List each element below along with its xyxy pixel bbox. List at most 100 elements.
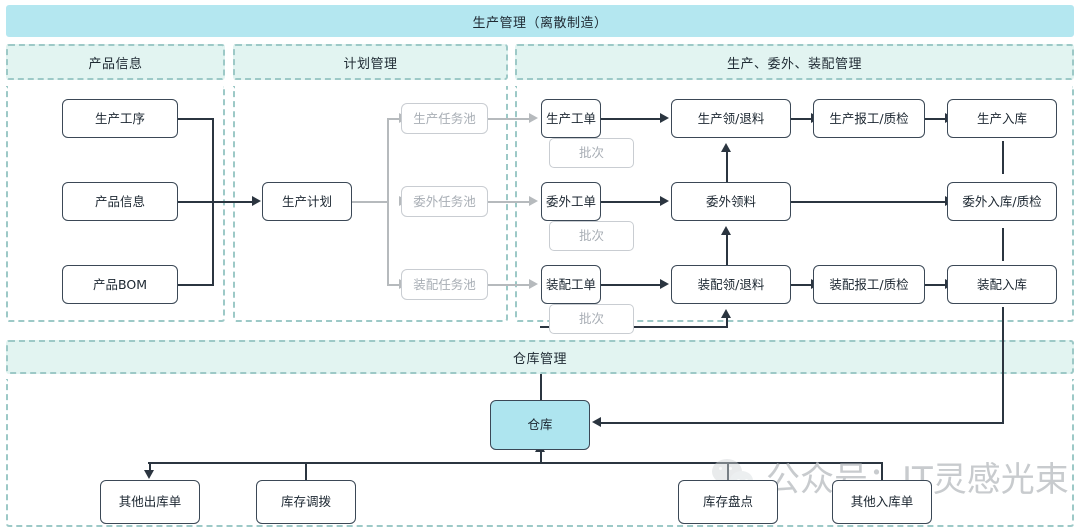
node-label: 生产报工/质检: [829, 110, 909, 126]
node-batch-assembly[interactable]: 批次: [549, 304, 634, 334]
node-other-inbound-order[interactable]: 其他入库单: [832, 480, 932, 524]
edge-bus-to-warehouse-v: [540, 450, 542, 464]
lane-title-prod-out-asm: 生产、委外、装配管理: [726, 56, 862, 72]
edge-issue-out-to-receipt-out: [791, 201, 947, 203]
node-inventory-stocktake[interactable]: 库存盘点: [678, 480, 778, 524]
node-label: 批次: [578, 311, 604, 327]
arrow-bus-to-other-out: [144, 470, 154, 479]
lane-body-product-info: [6, 86, 225, 322]
edge-issue-asm-to-report: [791, 284, 813, 286]
node-label: 生产计划: [281, 193, 332, 209]
node-assembly-receipt[interactable]: 装配入库: [947, 265, 1057, 304]
node-label: 其他出库单: [118, 494, 182, 510]
edge-rcv-out-to-rcv-asm: [1002, 228, 1004, 261]
node-label: 批次: [578, 228, 604, 244]
lane-header-warehouse-mgmt: 仓库管理: [6, 340, 1074, 374]
edge-report-prod-to-receipt: [925, 118, 947, 120]
edge-rcv-prod-to-rcv-out: [1002, 141, 1004, 174]
edge-warehouse-up-stub: [540, 374, 542, 422]
lane-body-plan-mgmt: [233, 86, 508, 322]
node-label: 生产任务池: [413, 110, 476, 126]
edge-report-asm-to-receipt: [925, 284, 947, 286]
edge-receipt-to-warehouse: [601, 422, 1004, 424]
node-warehouse[interactable]: 仓库: [490, 400, 590, 450]
node-label: 库存调拨: [280, 494, 331, 510]
node-label: 库存盘点: [702, 494, 753, 510]
node-inventory-transfer[interactable]: 库存调拨: [256, 480, 356, 524]
edge-issue-prod-to-report: [791, 118, 813, 120]
edge-bus-to-transfer: [305, 462, 307, 480]
arrow-order-asm-to-issue: [660, 279, 669, 289]
node-label: 生产入库: [976, 110, 1027, 126]
edge-bus-to-pool-asm: [387, 284, 401, 286]
edge-bus-to-other-out: [149, 462, 151, 472]
node-production-receipt[interactable]: 生产入库: [947, 99, 1057, 138]
edge-process-to-bus: [178, 118, 214, 120]
edge-pool-bus: [387, 118, 389, 285]
node-label: 生产领/退料: [697, 110, 765, 126]
node-label: 委外工单: [545, 193, 596, 209]
node-outsourcing-receipt-inspection[interactable]: 委外入库/质检: [947, 182, 1057, 221]
edge-plan-to-pool-bus: [352, 201, 388, 203]
node-production-process[interactable]: 生产工序: [62, 99, 178, 138]
node-label: 产品BOM: [93, 276, 147, 292]
node-assembly-report-inspection[interactable]: 装配报工/质检: [813, 265, 925, 304]
diagram-title-banner: 生产管理（离散制造）: [6, 5, 1074, 37]
node-assembly-work-order[interactable]: 装配工单: [541, 265, 601, 304]
arrow-receipt-to-warehouse: [592, 417, 601, 427]
edge-pool-asm-to-order: [488, 284, 530, 286]
arrow-order-out-to-issue: [660, 196, 669, 206]
node-production-material-issue[interactable]: 生产领/退料: [671, 99, 791, 138]
edge-pool-prod-to-order: [488, 118, 530, 120]
node-production-task-pool[interactable]: 生产任务池: [401, 103, 488, 134]
node-label: 其他入库单: [850, 494, 914, 510]
node-label: 委外领料: [705, 193, 756, 209]
edge-pool-out-to-order: [488, 201, 530, 203]
edge-prodinfo-to-plan: [178, 201, 254, 203]
edge-warehouse-to-issue-asm-h: [540, 326, 728, 328]
node-label: 产品信息: [94, 193, 145, 209]
lane-title-warehouse-mgmt: 仓库管理: [512, 351, 567, 367]
lane-header-product-info: 产品信息: [6, 44, 225, 80]
node-other-outbound-order[interactable]: 其他出库单: [100, 480, 200, 524]
arrow-to-order-out: [529, 196, 538, 206]
node-assembly-task-pool[interactable]: 装配任务池: [401, 269, 488, 300]
node-label: 装配报工/质检: [829, 276, 909, 292]
node-production-report-inspection[interactable]: 生产报工/质检: [813, 99, 925, 138]
node-batch-production[interactable]: 批次: [549, 138, 634, 168]
lane-header-plan-mgmt: 计划管理: [233, 44, 508, 80]
node-label: 装配工单: [545, 276, 596, 292]
node-outsourcing-material-issue[interactable]: 委外领料: [671, 182, 791, 221]
node-label: 委外任务池: [413, 193, 476, 209]
node-outsourcing-task-pool[interactable]: 委外任务池: [401, 186, 488, 217]
lane-body-warehouse-mgmt: [6, 379, 1074, 527]
edge-bom-to-bus: [178, 284, 214, 286]
node-product-info[interactable]: 产品信息: [62, 182, 178, 221]
edge-issue-asm-to-out: [726, 233, 728, 271]
node-label: 装配入库: [976, 276, 1027, 292]
node-label: 装配领/退料: [697, 276, 765, 292]
edge-bus-to-pool-prod: [387, 118, 401, 120]
node-label: 仓库: [527, 417, 553, 433]
edge-bus-to-other-in: [881, 462, 883, 480]
lane-title-product-info: 产品信息: [88, 56, 143, 72]
node-production-plan[interactable]: 生产计划: [262, 182, 352, 221]
edge-order-out-to-issue: [601, 201, 661, 203]
arrow-order-prod-to-issue: [660, 113, 669, 123]
arrow-issue-asm-to-out: [721, 226, 731, 235]
node-label: 委外入库/质检: [962, 193, 1042, 209]
edge-bus-to-stocktake: [727, 462, 729, 480]
arrow-to-order-asm: [529, 279, 538, 289]
edge-rcv-asm-down: [1002, 307, 1004, 423]
edge-issue-out-to-prod: [726, 150, 728, 188]
node-product-bom[interactable]: 产品BOM: [62, 265, 178, 304]
node-label: 装配任务池: [413, 276, 476, 292]
node-label: 批次: [578, 145, 604, 161]
node-production-work-order[interactable]: 生产工单: [541, 99, 601, 138]
arrow-issue-out-to-prod: [721, 143, 731, 152]
node-batch-outsourcing[interactable]: 批次: [549, 221, 634, 251]
node-assembly-material-issue[interactable]: 装配领/退料: [671, 265, 791, 304]
node-label: 生产工序: [94, 110, 145, 126]
node-outsourcing-work-order[interactable]: 委外工单: [541, 182, 601, 221]
